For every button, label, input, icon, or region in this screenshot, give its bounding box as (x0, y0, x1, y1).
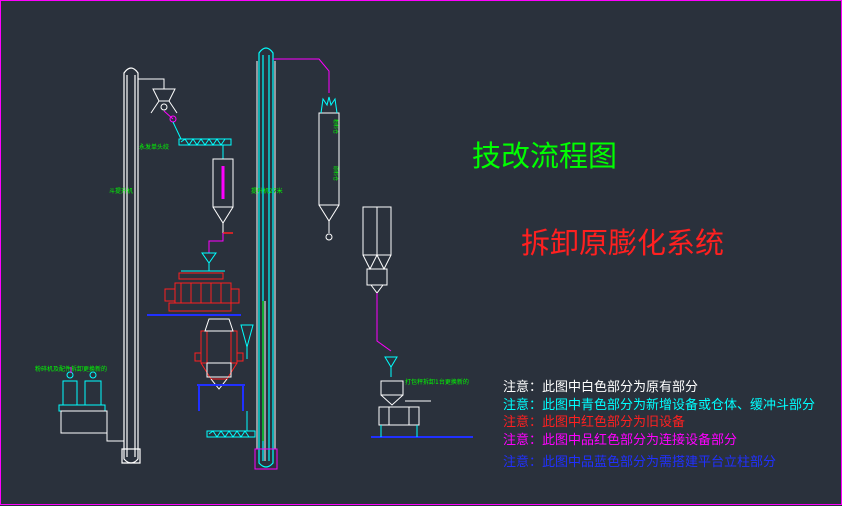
note-red: 注意：此图中红色部分为旧设备 (503, 414, 685, 430)
label-crusher-replace: 粉碎机及配件拆卸更换新的 (35, 365, 107, 373)
silo-label-2: 原料仓 (332, 166, 339, 181)
label-packer-replace: 打包秤拆卸1台更换新的 (405, 378, 469, 386)
note-magenta: 注意：此图中品红色部分为连接设备部分 (503, 432, 737, 448)
legend-notes: 注意：此图中白色部分为原有部分 注意：此图中青色部分为新增设备或仓体、缓冲斗部分… (503, 379, 815, 470)
silo-label-1: 粉料仓 (332, 119, 339, 134)
buffer-bin-left (212, 158, 234, 233)
note-cyan: 注意：此图中青色部分为新增设备或仓体、缓冲斗部分 (503, 397, 815, 413)
old-expander-red (164, 272, 240, 312)
left-bucket-elevator (121, 67, 141, 464)
label-elevator-left: 斗提升机 (109, 187, 133, 195)
twin-bins (362, 206, 392, 294)
middle-bucket-elevator (258, 47, 274, 468)
old-dryer-red (194, 330, 244, 380)
screw-conveyor-bottom (206, 411, 256, 438)
screw-conveyor-top (172, 121, 232, 159)
note-white: 注意：此图中白色部分为原有部分 (503, 379, 698, 395)
note-blue: 注意：此图中品蓝色部分为需搭建平台立柱部分 (503, 454, 776, 470)
crusher-group (58, 371, 106, 412)
left-top-distributor (138, 78, 178, 114)
diagram-subtitle: 拆卸原膨化系统 (521, 226, 724, 260)
label-elevator-mid: 提升机27米 (251, 187, 283, 195)
label-screw-conveyor: 永发单头绞 (139, 143, 169, 151)
packing-scale (378, 380, 431, 426)
tall-silo (318, 112, 340, 241)
diagram-title: 技改流程图 (472, 139, 617, 173)
